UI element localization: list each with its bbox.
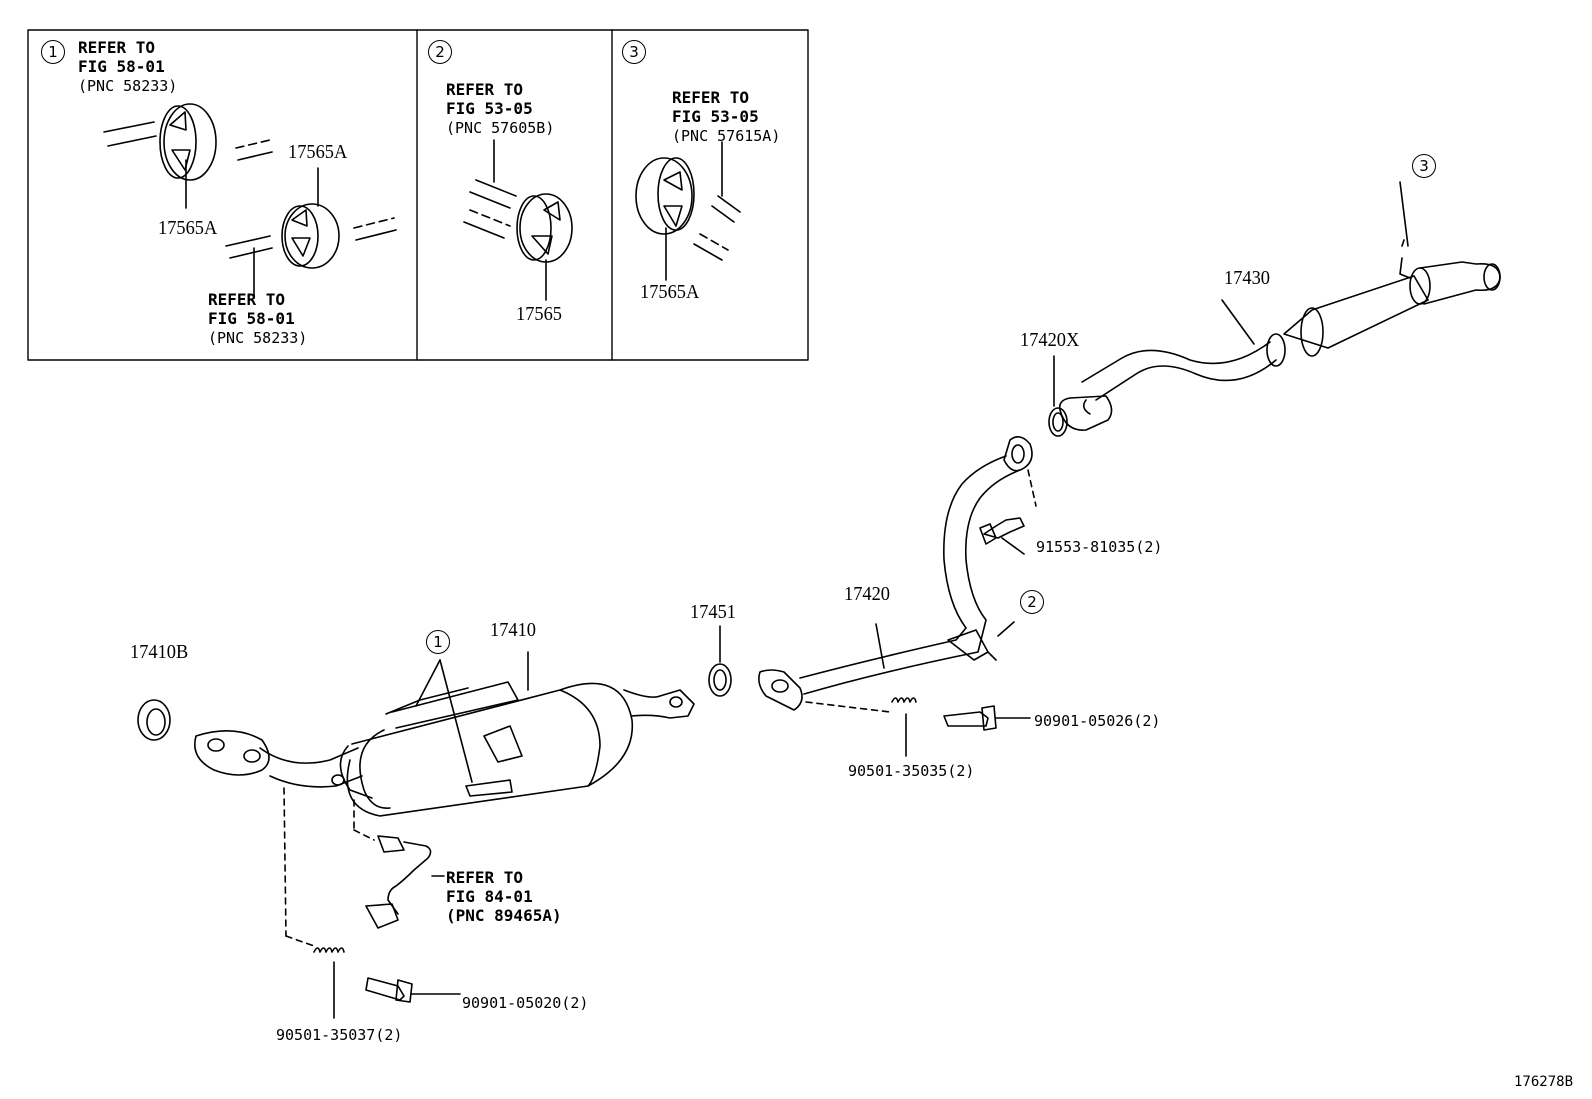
callout-3: 3 [1412,154,1436,178]
inset-1-part-b: 17565A [158,217,218,239]
label-17451: 17451 [690,601,736,623]
inset-2-ref-line3: (PNC 57605B) [446,119,555,137]
callout-1: 1 [426,630,450,654]
callout-2: 2 [1020,590,1044,614]
inset2-hanger [463,139,573,301]
inset-3-ref-line1: REFER TO [672,88,750,107]
diagram-code: 176278B [1514,1074,1574,1090]
inset-1-ref2-line2: FIG 58-01 [208,309,295,328]
inset-1-part-a: 17565A [288,141,348,163]
bolt-91553 [979,517,1025,555]
label-90501-35035: 90501-35035(2) [848,762,975,780]
inset-1-number: 1 [41,40,65,64]
label-17420: 17420 [844,583,890,605]
label-17420x: 17420X [1020,329,1080,351]
label-17410b: 17410B [130,641,189,663]
inset-1-ref2-line1: REFER TO [208,290,286,309]
label-17430: 17430 [1224,267,1270,289]
center-pipe-17420 [758,436,1037,713]
gasket-17451 [708,625,732,697]
inset-3-number: 3 [622,40,646,64]
oxygen-sensor [353,799,445,929]
label-17410: 17410 [490,619,536,641]
inset1-hanger-a [103,103,273,209]
inset-3-ref-line2: FIG 53-05 [672,107,759,126]
inset3-hanger [635,141,741,281]
sensor-ref-line1: REFER TO [446,868,524,887]
label-91553-81035: 91553-81035(2) [1036,538,1163,556]
inset-1-ref2-line3: (PNC 58233) [208,329,308,347]
inset-1-ref-line2: FIG 58-01 [78,57,165,76]
tail-pipe-muffler-17430 [1058,181,1501,431]
inset1-hanger-b [225,167,397,299]
gasket-17420x [1048,355,1068,437]
front-pipe-converter-17410 [194,651,695,817]
sensor-ref-line3: (PNC 89465A) [446,906,562,925]
inset-2-part: 17565 [516,303,562,325]
inset-3-ref-line3: (PNC 57615A) [672,127,781,145]
inset-frame [27,29,809,361]
label-90501-35037: 90501-35037(2) [276,1026,403,1044]
gasket-17410b [137,699,171,741]
sensor-ref-line2: FIG 84-01 [446,887,533,906]
label-90901-05020: 90901-05020(2) [462,994,589,1012]
inset-2-ref-line1: REFER TO [446,80,524,99]
inset-1-ref-line1: REFER TO [78,38,156,57]
inset-2-ref-line2: FIG 53-05 [446,99,533,118]
bolt-90901-05020-spring [283,787,461,1019]
inset-1-ref-line3: (PNC 58233) [78,77,178,95]
bolt-90901-05026-spring [891,697,1031,757]
inset-3-part: 17565A [640,281,700,303]
label-90901-05026: 90901-05026(2) [1034,712,1161,730]
inset-2-number: 2 [428,40,452,64]
